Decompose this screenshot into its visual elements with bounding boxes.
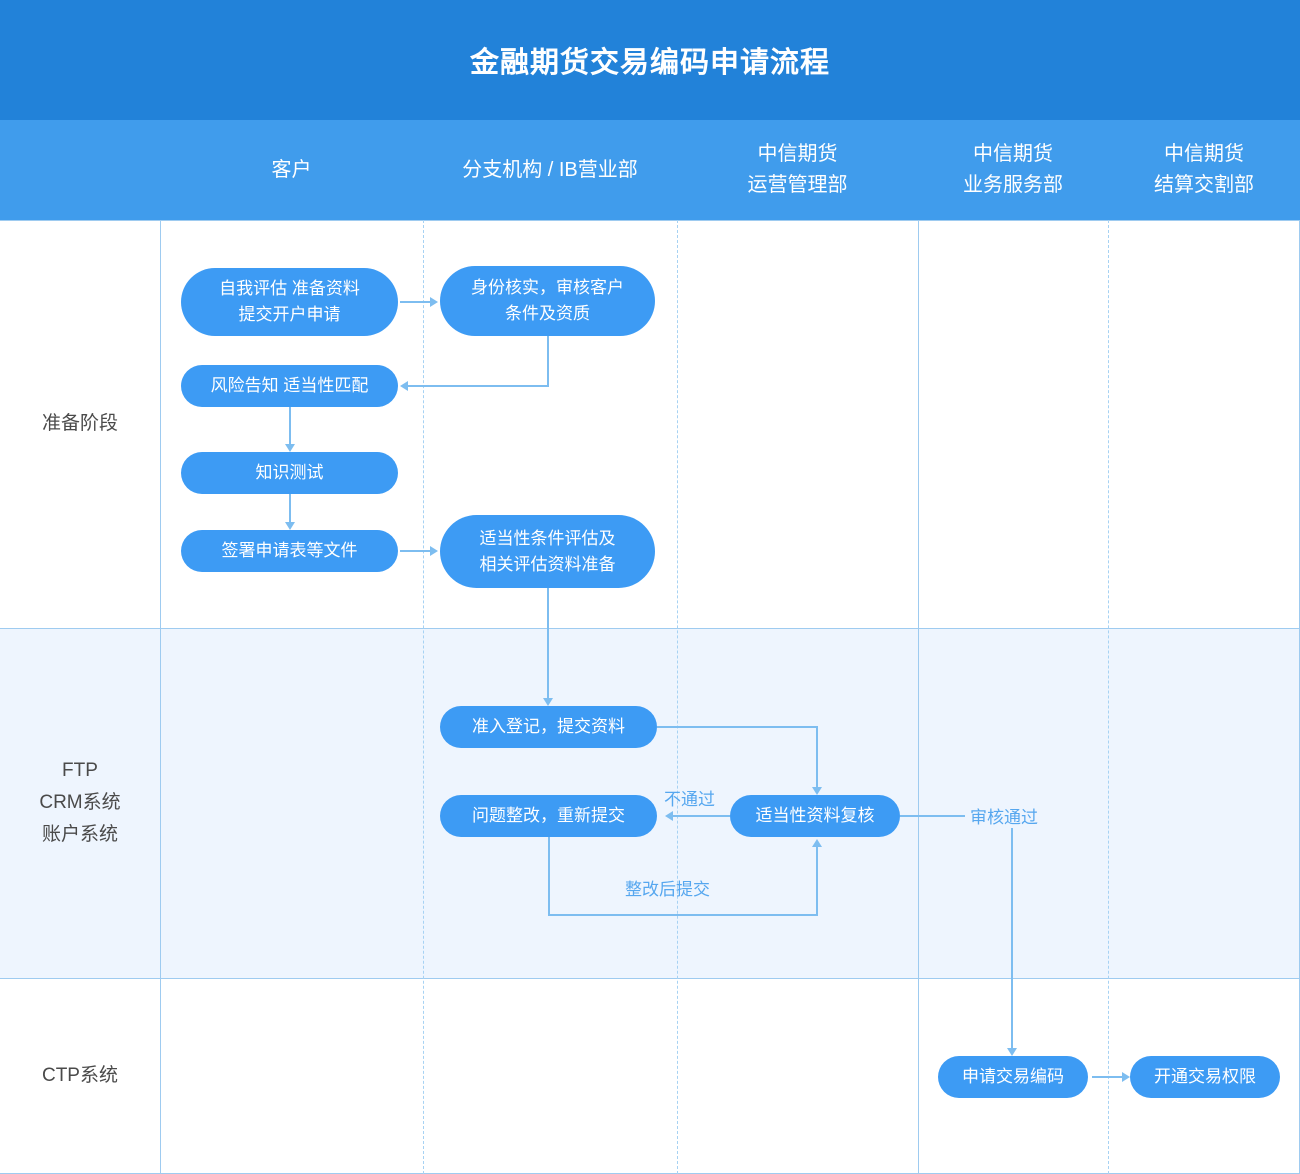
connector-pass-n10 [1011, 828, 1013, 1048]
column-header-label-line1: 中信期货 [757, 143, 838, 165]
column-header-ops: 中信期货 运营管理部 [677, 120, 918, 220]
node-suitability-assessment-prep[interactable]: 适当性条件评估及 相关评估资料准备 [440, 515, 655, 588]
connector-n7-n9-horz [657, 726, 818, 728]
grid-vline-customer-branch [423, 220, 424, 1174]
arrowhead-n4-n5 [285, 522, 295, 530]
connector-n5-n6 [400, 550, 430, 552]
connector-n8-n9-horz [548, 914, 818, 916]
grid-vline-branch-ops [677, 220, 678, 1174]
connector-n4-n5 [289, 494, 291, 522]
row-label-text-line2: CRM系统 [39, 792, 121, 813]
connector-n6-n7 [547, 588, 549, 698]
node-apply-trading-code[interactable]: 申请交易编码 [938, 1056, 1088, 1098]
connector-n2-n3-horz [408, 385, 549, 387]
column-header-label: 客户 [271, 158, 312, 181]
column-header-label: 分支机构 / IB营业部 [462, 158, 638, 181]
column-header-label-line2: 业务服务部 [963, 174, 1063, 196]
connector-n2-n3-vert [547, 336, 549, 386]
grid-hline-1 [0, 628, 1300, 629]
column-header-settle: 中信期货 结算交割部 [1108, 120, 1300, 220]
column-header-label-line1: 中信期货 [973, 143, 1053, 165]
arrowhead-n10-n11 [1122, 1072, 1130, 1082]
connector-n8-n9-vert-left [548, 837, 550, 916]
connector-n9-pass [900, 815, 965, 817]
connector-n8-n9-vert-right [816, 847, 818, 916]
node-knowledge-test[interactable]: 知识测试 [181, 452, 398, 494]
connector-n10-n11 [1092, 1076, 1122, 1078]
arrowhead-n7-n9 [812, 787, 822, 795]
row-label-ctp: CTP系统 [0, 978, 160, 1174]
arrowhead-n9-n8 [665, 811, 673, 821]
row-label-systems: FTP CRM系统 账户系统 [0, 628, 160, 978]
row-label-text: CTP系统 [41, 1065, 118, 1086]
row-label-text: 准备阶段 [41, 413, 118, 434]
arrowhead-pass-n10 [1007, 1048, 1017, 1056]
edge-label-pass: 审核通过 [970, 808, 1038, 827]
column-header-customer: 客户 [160, 120, 423, 220]
connector-n1-n2 [400, 301, 430, 303]
column-header-label-line2: 结算交割部 [1154, 174, 1254, 196]
row-label-prep: 准备阶段 [0, 220, 160, 628]
arrowhead-n1-n2 [430, 297, 438, 307]
row-label-text-line1: FTP [62, 760, 98, 781]
connector-n9-n8 [673, 815, 730, 817]
node-rectify-resubmit[interactable]: 问题整改，重新提交 [440, 795, 657, 837]
grid-vline-stage [160, 220, 161, 1174]
arrowhead-n3-n4 [285, 444, 295, 452]
node-access-registration-submit[interactable]: 准入登记，提交资料 [440, 706, 657, 748]
connector-n7-n9-vert [816, 726, 818, 787]
grid-vline-ops-service [918, 220, 919, 1174]
arrowhead-n6-n7 [543, 698, 553, 706]
arrowhead-n2-n3 [400, 381, 408, 391]
column-header-band [0, 120, 1300, 220]
node-suitability-material-review[interactable]: 适当性资料复核 [730, 795, 900, 837]
node-sign-application-forms[interactable]: 签署申请表等文件 [181, 530, 398, 572]
edge-label-fail: 不通过 [664, 790, 715, 809]
connector-n3-n4 [289, 407, 291, 444]
grid-hline-2 [0, 978, 1300, 979]
column-header-label-line1: 中信期货 [1164, 143, 1244, 165]
row-label-text-line3: 账户系统 [41, 824, 118, 845]
column-header-branch: 分支机构 / IB营业部 [423, 120, 677, 220]
arrowhead-n5-n6 [430, 546, 438, 556]
grid-vline-service-settle [1108, 220, 1109, 1174]
column-header-label-line2: 运营管理部 [747, 174, 848, 196]
node-self-assessment-apply[interactable]: 自我评估 准备资料 提交开户申请 [181, 268, 398, 336]
page-title: 金融期货交易编码申请流程 [469, 47, 830, 79]
node-enable-trading-permission[interactable]: 开通交易权限 [1130, 1056, 1280, 1098]
column-header-service: 中信期货 业务服务部 [918, 120, 1108, 220]
title-band [0, 0, 1300, 120]
arrowhead-n8-n9 [812, 839, 822, 847]
grid-hline-top [0, 220, 1300, 221]
edge-label-resubmit: 整改后提交 [625, 880, 710, 899]
node-risk-disclosure-suitability[interactable]: 风险告知 适当性匹配 [181, 365, 398, 407]
swimlane-grid: 准备阶段 FTP CRM系统 账户系统 CTP系统 自我评估 准备资料 提交开户… [0, 220, 1300, 1174]
node-identity-verification[interactable]: 身份核实，审核客户 条件及资质 [440, 266, 655, 336]
